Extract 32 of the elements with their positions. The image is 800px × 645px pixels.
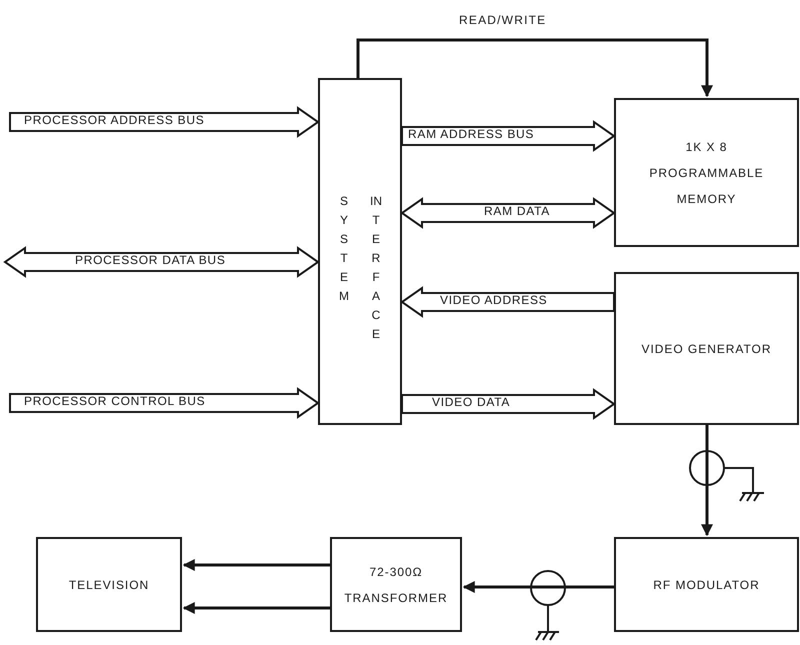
block-label: VIDEO GENERATOR [640,340,772,358]
block-label: 1K X 8 PROGRAMMABLE MEMORY [648,138,765,208]
signal-arrow [182,602,330,614]
bus-arrow [401,388,616,420]
block-label: INTERFACE [370,193,382,343]
block-label: 72-300Ω TRANSFORMER [343,564,449,606]
signal-arrow [701,425,713,536]
edge-label: PROCESSOR DATA BUS [75,252,226,268]
edge-label: PROCESSOR CONTROL BUS [24,393,206,409]
edge-label: VIDEO ADDRESS [440,292,548,308]
bus-arrow [400,286,615,318]
edge-label: VIDEO DATA [432,394,510,410]
signal-arrow [462,581,614,593]
bus-arrow [401,120,616,152]
edge-label: RAM DATA [484,203,550,219]
bus-arrow [9,387,320,419]
edge-label: PROCESSOR ADDRESS BUS [24,112,204,128]
block-label: RF MODULATOR [652,576,761,594]
signal-arrow [356,38,713,98]
bus-arrow [9,106,320,138]
block-label: SYSTEM [338,193,350,305]
signal-arrow [182,559,330,571]
edge-label: RAM ADDRESS BUS [408,126,534,142]
transformer-block [330,537,462,632]
interface-block [318,78,402,425]
bus-arrow [3,246,320,278]
television-block [36,537,182,632]
modulator-block [614,537,799,632]
generator-block [614,272,799,425]
memory-block [614,98,799,247]
bus-arrow [400,197,616,229]
block-label: TELEVISION [68,576,150,594]
